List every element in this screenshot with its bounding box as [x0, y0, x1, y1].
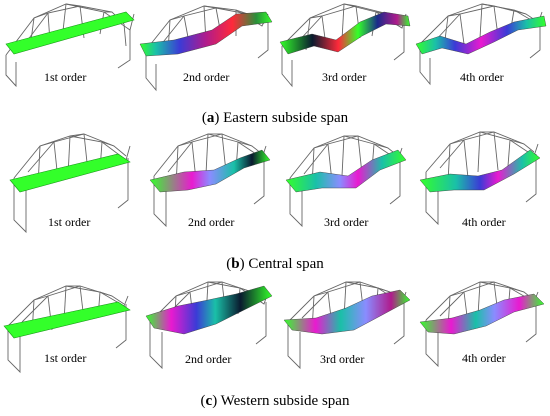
order-label: 2nd order — [188, 215, 234, 229]
panel-a4: 4th order — [415, 3, 547, 86]
deck — [139, 11, 273, 57]
deck — [419, 293, 545, 335]
row-a: 1st order 2nd order — [5, 3, 547, 126]
order-label: 1st order — [44, 70, 86, 84]
deck — [145, 285, 273, 335]
row-c: 1st order 2nd order — [3, 281, 545, 409]
panel-a3: 3rd order — [279, 3, 411, 88]
order-label: 3rd order — [324, 215, 368, 229]
order-label: 4th order — [462, 351, 506, 365]
panel-b3: 3rd order — [285, 135, 407, 229]
panel-b2: 2nd order — [149, 133, 271, 229]
deck — [3, 301, 131, 339]
order-label: 2nd order — [185, 352, 231, 366]
deck — [9, 153, 131, 193]
caption-c: (c) Western subside span — [201, 393, 350, 409]
panel-a2: 2nd order — [139, 5, 273, 92]
deck — [149, 149, 271, 193]
deck — [283, 289, 411, 335]
panel-b1: 1st order — [9, 133, 131, 234]
truss-frame — [5, 3, 135, 88]
deck — [285, 149, 407, 193]
order-label: 1st order — [48, 215, 90, 229]
panel-c3: 3rd order — [283, 281, 411, 370]
order-label: 4th order — [462, 215, 506, 229]
deck — [415, 15, 547, 55]
truss-frame — [281, 3, 407, 88]
deck — [419, 149, 541, 193]
caption-b: (b) Central span — [226, 256, 324, 272]
panel-a1: 1st order — [5, 3, 135, 88]
panel-c4: 4th order — [419, 281, 545, 368]
panel-b4: 4th order — [419, 131, 541, 229]
order-label: 3rd order — [322, 70, 366, 84]
order-label: 2nd order — [183, 70, 229, 84]
row-b: 1st order 2nd order — [9, 131, 541, 272]
deck — [5, 11, 135, 55]
panel-c1: 1st order — [3, 285, 131, 374]
order-label: 3rd order — [320, 352, 364, 366]
order-label: 1st order — [44, 351, 86, 365]
order-label: 4th order — [460, 70, 504, 84]
deck — [279, 11, 411, 55]
panel-c2: 2nd order — [145, 281, 273, 370]
truss-frame — [425, 131, 539, 226]
caption-a: (a) Eastern subside span — [202, 110, 349, 126]
